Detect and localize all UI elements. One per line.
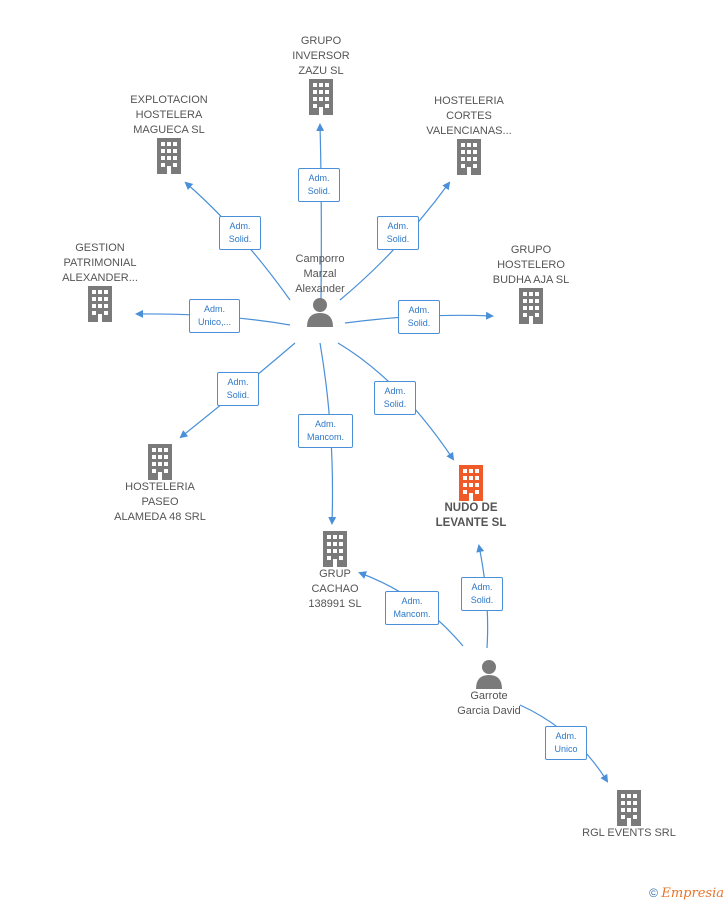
edge-line-zazu bbox=[316, 123, 325, 301]
company-label: RGL EVENTS SRL bbox=[582, 827, 676, 839]
company-label: NUDO DE LEVANTE SL bbox=[435, 502, 507, 529]
company-label: GRUPO INVERSOR ZAZU SL bbox=[292, 35, 350, 77]
building-icon bbox=[148, 444, 172, 480]
person-node-camporro[interactable]: Camporro Marzal Alexander bbox=[278, 252, 362, 327]
edge-label-rgl[interactable]: Adm. Unico bbox=[545, 726, 587, 760]
company-node-hosteleria-cortes[interactable]: HOSTELERIA CORTES VALENCIANAS... bbox=[413, 94, 525, 175]
copyright-icon: © bbox=[649, 886, 659, 900]
company-label: EXPLOTACION HOSTELERA MAGUECA SL bbox=[130, 94, 208, 136]
building-icon-highlighted bbox=[459, 465, 483, 501]
building-icon bbox=[323, 531, 347, 567]
building-icon bbox=[519, 288, 543, 324]
edge-label-paseo[interactable]: Adm. Solid. bbox=[217, 372, 259, 406]
edge-label-budha[interactable]: Adm. Solid. bbox=[398, 300, 440, 334]
edge-label-cachao[interactable]: Adm. Mancom. bbox=[298, 414, 353, 448]
person-label: Garrote Garcia David bbox=[457, 690, 521, 717]
company-label: HOSTELERIA CORTES VALENCIANAS... bbox=[426, 95, 512, 137]
edge-label-magueca[interactable]: Adm. Solid. bbox=[219, 216, 261, 250]
edge-label-cortes[interactable]: Adm. Solid. bbox=[377, 216, 419, 250]
brand-logo: Empresia bbox=[661, 886, 724, 901]
company-label: GRUPO HOSTELERO BUDHA AJA SL bbox=[492, 244, 570, 286]
person-node-garrote[interactable]: Garrote Garcia David bbox=[446, 659, 532, 719]
company-label: GESTION PATRIMONIAL ALEXANDER... bbox=[62, 242, 138, 284]
company-node-grup-cachao[interactable]: GRUP CACHAO 138991 SL bbox=[285, 531, 385, 612]
company-label: HOSTELERIA PASEO ALAMEDA 48 SRL bbox=[114, 481, 206, 523]
footer-brand[interactable]: © Empresia bbox=[649, 886, 724, 901]
edge-label-nudo2[interactable]: Adm. Solid. bbox=[461, 577, 503, 611]
company-node-rgl-events[interactable]: RGL EVENTS SRL bbox=[573, 790, 685, 841]
person-label: Camporro Marzal Alexander bbox=[295, 253, 345, 295]
company-node-gestion-patrimonial[interactable]: GESTION PATRIMONIAL ALEXANDER... bbox=[50, 241, 150, 322]
building-icon bbox=[309, 79, 333, 115]
building-icon bbox=[617, 790, 641, 826]
company-node-nudo-de-levante[interactable]: NUDO DE LEVANTE SL bbox=[420, 465, 522, 531]
company-node-grupo-hostelero-budha[interactable]: GRUPO HOSTELERO BUDHA AJA SL bbox=[476, 243, 586, 324]
edge-label-cachao2[interactable]: Adm. Mancom. bbox=[385, 591, 439, 625]
person-icon bbox=[307, 298, 333, 327]
edge-label-zazu[interactable]: Adm. Solid. bbox=[298, 168, 340, 202]
building-icon bbox=[157, 138, 181, 174]
edge-label-nudo1[interactable]: Adm. Solid. bbox=[374, 381, 416, 415]
company-node-grupo-inversor-zazu[interactable]: GRUPO INVERSOR ZAZU SL bbox=[271, 34, 371, 115]
person-icon bbox=[476, 660, 502, 689]
edge-label-gestion[interactable]: Adm. Unico,... bbox=[189, 299, 240, 333]
company-node-hosteleria-paseo[interactable]: HOSTELERIA PASEO ALAMEDA 48 SRL bbox=[105, 444, 215, 525]
company-node-explotacion-magueca[interactable]: EXPLOTACION HOSTELERA MAGUECA SL bbox=[114, 93, 224, 174]
building-icon bbox=[88, 286, 112, 322]
building-icon bbox=[457, 139, 481, 175]
company-label: GRUP CACHAO 138991 SL bbox=[308, 568, 362, 610]
